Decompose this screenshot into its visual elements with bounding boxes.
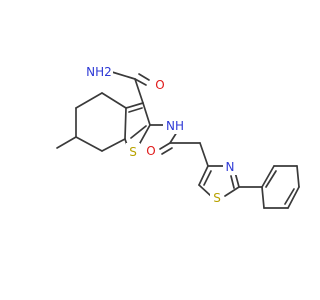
bond-ph-4 (287, 186, 300, 209)
bond-ch2-thiazole (199, 142, 209, 167)
bond-c3a-c3 (125, 102, 144, 109)
atom-thiophene-s: S (126, 143, 140, 160)
bond-carbonyl-nh2 (111, 71, 136, 80)
atom-nh2: NH2 (86, 63, 113, 80)
bond-ph-1 (261, 165, 275, 188)
bond-ph-1-inner (265, 170, 277, 188)
atom-thiazole-s: S (210, 189, 224, 206)
bond-ph-6 (261, 186, 265, 209)
bond-acyl-o-2 (161, 147, 173, 155)
bond-ph-4-inner (284, 188, 295, 205)
bond-c3-c3a-double (128, 107, 143, 113)
bond-methyl (56, 136, 77, 149)
bond-n3-c2-double (230, 175, 235, 189)
bond-layer (56, 71, 300, 209)
bond-c7-c7a (101, 138, 126, 152)
bond-c5-c4-double (203, 170, 212, 186)
atom-amide-o: O (153, 76, 167, 93)
bond-c3a-c7a (124, 107, 127, 140)
bond-c3-carbonyl (134, 78, 144, 104)
bond-c3-c2 (142, 102, 151, 126)
bond-ph-3 (296, 165, 300, 188)
atom-layer: NH2 O NH S O N S (86, 63, 237, 206)
bond-s1-c5 (198, 184, 212, 197)
bond-c2-s1 (224, 186, 240, 197)
bond-c7a-c2-double (130, 125, 147, 139)
bond-carbonyl-o-1 (134, 78, 147, 86)
nh-label: NH (166, 119, 184, 133)
bond-acyl-o-1 (159, 142, 171, 150)
nh2-label: NH2 (86, 65, 112, 79)
atom-thiazole-n: N (223, 158, 237, 175)
amide-o-label: O (155, 78, 164, 92)
bond-c5-c4 (75, 92, 103, 109)
atom-nh: NH (163, 117, 185, 134)
thiazole-s-label: S (213, 191, 221, 205)
thiophene-s-label: S (129, 145, 137, 159)
atom-acetyl-o: O (144, 142, 158, 159)
acetyl-o-label: O (146, 144, 155, 158)
bond-c4-c3a (101, 92, 127, 109)
bond-c5-c4 (198, 165, 209, 186)
thiazole-n-label: N (226, 160, 235, 174)
molecule-diagram: NH2 O NH S O N S (56, 63, 300, 209)
bond-c2-s (139, 124, 151, 144)
bond-carbonyl-o-2 (138, 73, 150, 81)
bond-c6-c7 (75, 136, 103, 152)
